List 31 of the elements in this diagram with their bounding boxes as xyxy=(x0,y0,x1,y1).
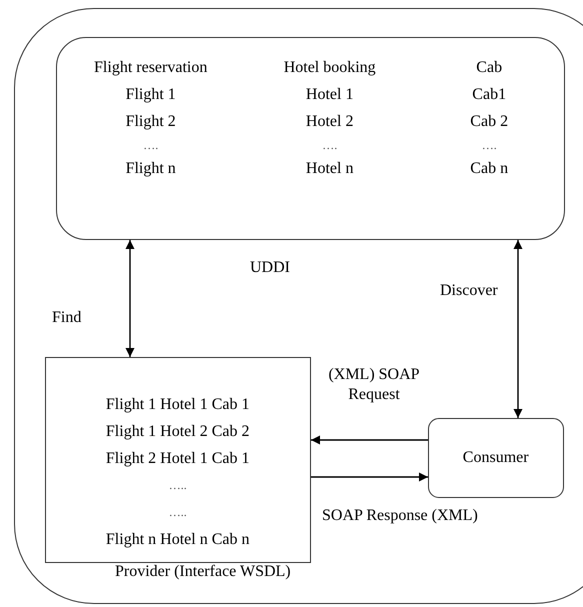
ellipsis: …. xyxy=(321,136,338,153)
registry-box xyxy=(56,36,565,240)
provider-box xyxy=(44,356,311,563)
list-item: Flight n xyxy=(124,158,177,179)
list-item: Cab1 xyxy=(471,84,508,105)
list-item: Hotel 2 xyxy=(304,112,354,132)
arrow xyxy=(514,240,522,418)
list-item: Hotel 1 xyxy=(304,84,354,105)
list-item: Flight 1 xyxy=(124,84,177,105)
ellipsis: …. xyxy=(142,136,160,153)
arrow xyxy=(126,240,134,357)
box-caption: Provider (Interface WSDL) xyxy=(115,563,291,581)
ellipsis: ….. xyxy=(168,504,187,521)
node-label: Consumer xyxy=(462,448,529,467)
ellipsis: …. xyxy=(480,136,498,153)
arrow xyxy=(311,436,428,444)
consumer-box xyxy=(428,418,564,498)
arrow xyxy=(311,472,428,482)
list-item: Cab n xyxy=(469,158,510,179)
combination-row-text: Flight 1 Hotel 1 Cab 1 xyxy=(106,394,250,415)
column-heading: Cab xyxy=(475,58,504,78)
combination-row-text: Flight 1 Hotel 2 Cab 2 xyxy=(106,422,250,442)
column-heading: Flight reservation xyxy=(93,58,208,78)
list-item: Cab 2 xyxy=(469,112,510,132)
ellipsis: ….. xyxy=(168,476,187,494)
combination-row-text: Flight 2 Hotel 1 Cab 1 xyxy=(106,448,250,469)
combination-row-text: Flight n Hotel n Cab n xyxy=(106,530,250,550)
list-item: Hotel n xyxy=(304,158,354,179)
list-item: Flight 2 xyxy=(124,112,177,132)
column-heading: Hotel booking xyxy=(282,58,377,78)
box-caption: UDDI xyxy=(250,259,290,277)
